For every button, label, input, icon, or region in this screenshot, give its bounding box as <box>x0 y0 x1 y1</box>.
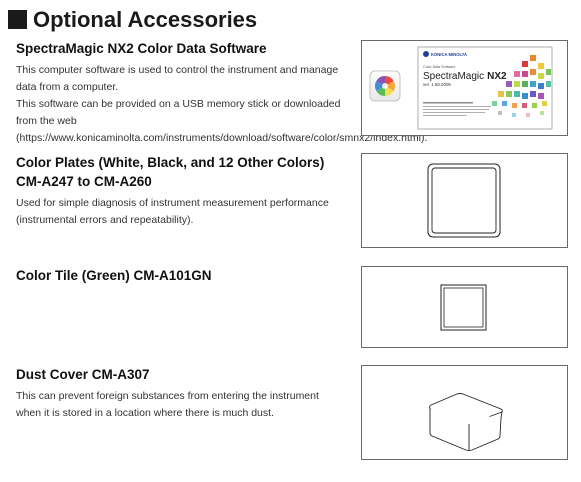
splash-subtitle: Color Data Software <box>423 65 455 69</box>
konica-minolta-logo-icon <box>423 51 429 57</box>
splash-version: ver. 1.50.0005 <box>423 82 451 87</box>
color-plate-figure <box>361 153 568 248</box>
section-text: This software can be provided on a USB m… <box>16 98 428 144</box>
software-figure: KONICA MINOLTA Color Data Software Spect… <box>361 40 568 136</box>
section-text: This computer software is used to contro… <box>16 64 339 93</box>
page-title-text: Optional Accessories <box>33 7 258 32</box>
color-wheel-icon <box>369 70 401 102</box>
section-title: SpectraMagic NX2 Color Data Software <box>16 41 267 56</box>
section-color-tile: Color Tile (Green) CM-A101GN <box>16 266 346 285</box>
section-title: Color Tile (Green) CM-A101GN <box>16 268 212 283</box>
section-text: Used for simple diagnosis of instrument … <box>16 197 329 226</box>
color-plate-drawing <box>427 163 501 238</box>
splash-brand: KONICA MINOLTA <box>431 52 467 57</box>
section-spectramagic: SpectraMagic NX2 Color Data Software Thi… <box>16 39 428 147</box>
color-tile-figure <box>361 266 568 348</box>
page-title: Optional Accessories <box>8 6 257 34</box>
color-tile-drawing <box>440 284 487 331</box>
software-splash-image: KONICA MINOLTA Color Data Software Spect… <box>369 46 553 130</box>
section-dust-cover: Dust Cover CM-A307 This can prevent fore… <box>16 365 346 422</box>
section-color-plates: Color Plates (White, Black, and 12 Other… <box>16 153 346 229</box>
section-title: Color Plates (White, Black, and 12 Other… <box>16 155 325 189</box>
dust-cover-drawing <box>429 393 503 451</box>
color-mosaic <box>492 55 551 117</box>
section-text: This can prevent foreign substances from… <box>16 390 319 419</box>
title-square-icon <box>8 10 27 29</box>
section-title: Dust Cover CM-A307 <box>16 367 150 382</box>
dust-cover-figure <box>361 365 568 460</box>
